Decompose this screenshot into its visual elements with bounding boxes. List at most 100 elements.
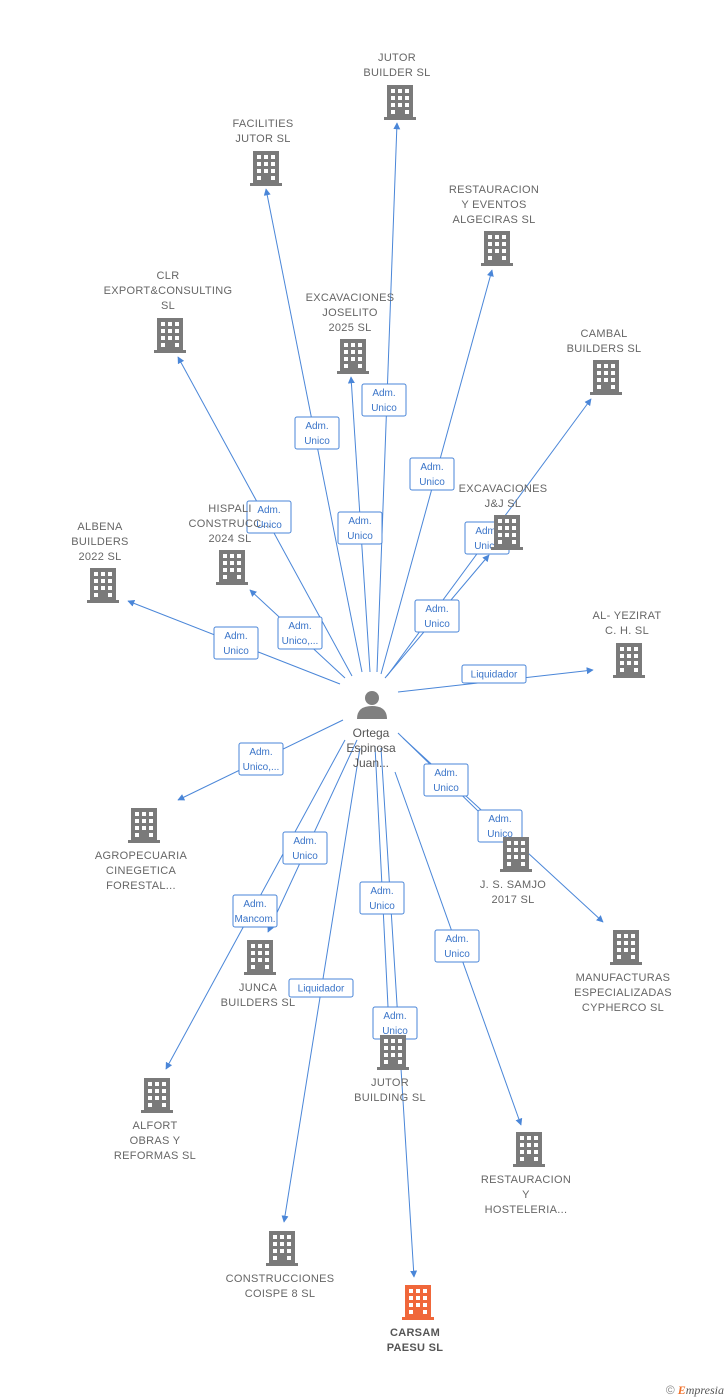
company-name-line: FORESTAL... [106,880,176,892]
building-icon [590,360,622,395]
relation-label-text: Unico [444,949,470,960]
company-name-line: CYPHERCO SL [582,1002,664,1014]
relation-label-text: Liquidador [298,984,345,995]
relation-label-albena-builders[interactable]: Adm.Unico [213,626,259,660]
building-icon [513,1132,545,1167]
relation-label-jutor-builder[interactable]: Adm.Unico [361,383,407,417]
company-name-line: ESPECIALIZADAS [574,987,672,999]
company-name-line: MANUFACTURAS [576,972,671,984]
relation-label-text: Adm. [348,516,371,527]
company-name-line: J&J SL [485,498,522,510]
relation-label-text: Unico [292,851,318,862]
relation-label-alfort-obras[interactable]: Adm. Mancom. [232,894,278,928]
relation-label-text: Unico [256,520,282,531]
relation-label-jutor-building[interactable]: Adm.Unico [359,881,405,915]
building-icon [250,151,282,186]
relation-label-text: Adm. [243,899,266,910]
company-name-line: 2025 SL [328,322,371,334]
relation-label-junca-builders[interactable]: Adm.Unico [282,831,328,865]
building-icon [266,1231,298,1266]
relation-label-restauracion-hosteleria[interactable]: Adm.Unico [434,929,480,963]
building-icon [610,930,642,965]
company-name: RESTAURACIONYHOSTELERIA... [481,1174,571,1216]
company-name-line: CAMBAL [580,328,627,340]
company-node-manufacturas[interactable]: MANUFACTURAS ESPECIALIZADAS CYPHERCO SL [574,930,672,1014]
relation-label-excavaciones-joselito[interactable]: Adm. Unico [337,511,383,545]
company-name-line: BUILDERS SL [221,997,296,1009]
building-icon [141,1078,173,1113]
center-person-node[interactable]: OrtegaEspinosaJuan... [346,691,396,770]
building-icon [402,1285,434,1320]
company-name-line: SL [161,300,175,312]
company-name-line: CONSTRUCC... [188,518,271,530]
relation-label-text: Unico [347,531,373,542]
company-name-line: ALBENA [77,521,123,533]
relation-label-clr-export[interactable]: Adm.Unico [246,500,292,534]
relation-label-text: Unico [433,783,459,794]
company-name-line: ALGECIRAS SL [452,214,535,226]
relation-label-manufacturas[interactable]: Adm.Unico [477,809,523,843]
relation-label-text: Unico [223,646,249,657]
relation-label-facilities-jutor[interactable]: Adm.Unico [294,416,340,450]
relation-label-text: Mancom. [234,914,275,925]
company-node-restauracion-hosteleria[interactable]: RESTAURACIONYHOSTELERIA... [481,1132,571,1216]
company-name: MANUFACTURAS ESPECIALIZADAS CYPHERCO SL [574,972,672,1014]
relation-label-restauracion-eventos[interactable]: Adm.Unico [409,457,455,491]
company-name-line: JOSELITO [322,307,378,319]
person-name-line: Espinosa [346,741,396,755]
company-name-line: REFORMAS SL [114,1150,196,1162]
company-name-line: 2017 SL [491,894,534,906]
company-name-line: FACILITIES [232,118,293,130]
building-icon [337,339,369,374]
relation-label-agropecuaria[interactable]: Adm. Unico,... [238,742,284,776]
company-name-line: COISPE 8 SL [245,1288,316,1300]
building-icon [384,85,416,120]
company-node-agropecuaria[interactable]: AGROPECUARIACINEGETICAFORESTAL... [95,808,188,892]
relation-label-js-samjo[interactable]: Adm.Unico [423,763,469,797]
relation-label-text: Adm. [249,747,272,758]
person-icon [357,691,387,719]
company-name-line: JUTOR SL [235,133,290,145]
company-name-line: C. H. SL [605,625,649,637]
company-name-line: CARSAM [390,1327,440,1339]
company-name-line: RESTAURACION [481,1174,571,1186]
company-node-facilities-jutor[interactable]: FACILITIES JUTOR SL [232,118,293,186]
relation-label-hispali-construcc[interactable]: Adm.Unico,... [277,616,323,650]
building-icon [377,1035,409,1070]
company-node-junca-builders[interactable]: JUNCA BUILDERS SL [221,940,296,1009]
relation-label-carsam-paesu[interactable]: Adm.Unico [372,1006,418,1040]
relation-label-text: Adm. [475,526,498,537]
relation-label-text: Unico [487,829,513,840]
relation-label-text: Unico,... [243,762,280,773]
relation-label-text: Adm. [288,621,311,632]
relation-label-cambal-builders[interactable]: Adm.Unico [414,599,460,633]
relation-label-construcciones-coispe[interactable]: Liquidador [288,978,354,998]
relation-label-text: Unico [369,901,395,912]
company-name-line: JUNCA [239,982,278,994]
relation-label-al-yezirat[interactable]: Liquidador [461,664,527,684]
